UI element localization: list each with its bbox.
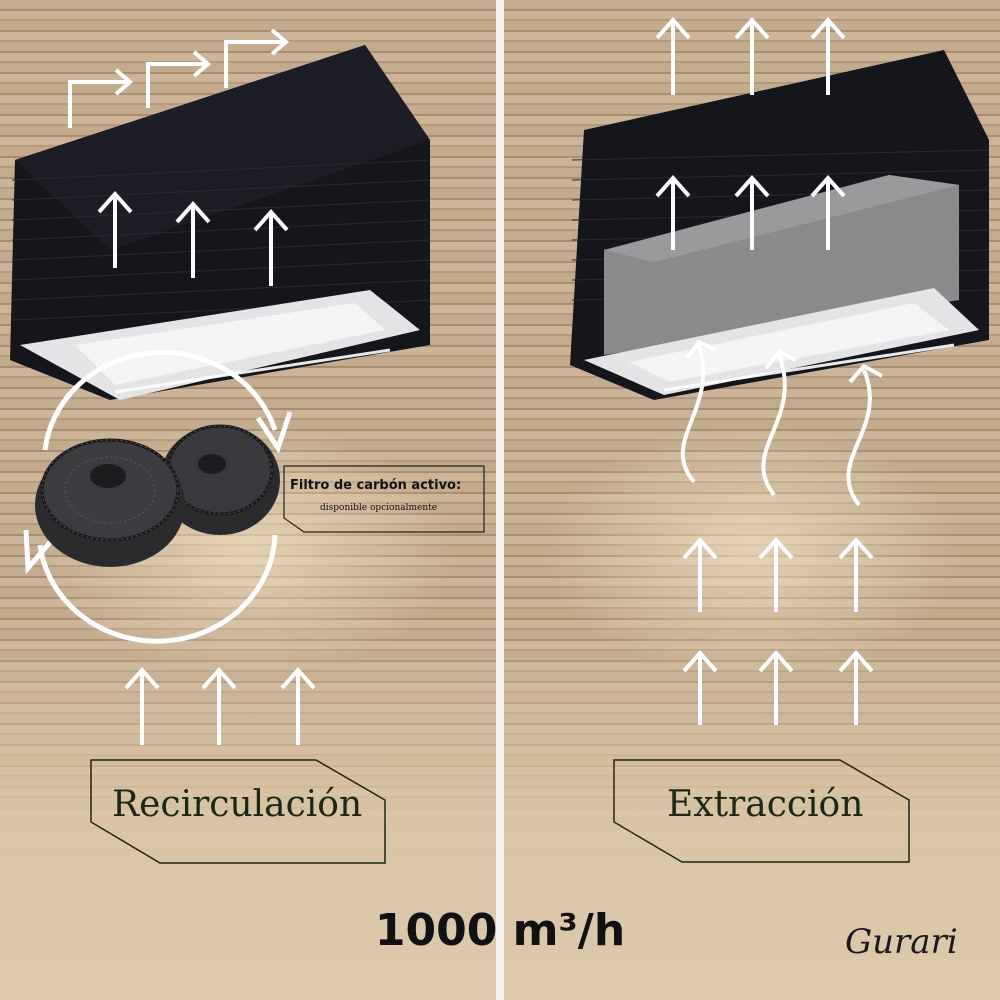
panel-divider (496, 0, 504, 1000)
recirculation-label-box (90, 759, 386, 864)
arrow-up-icon (682, 536, 874, 725)
brand-logo: Gurari (845, 922, 958, 962)
arrow-up-icon (655, 174, 846, 250)
recirculation-illustration (10, 28, 485, 864)
airflow-rate: 1000 m³/h (374, 905, 626, 956)
extraction-panel: Extracción (504, 0, 1000, 1000)
carbon-filter-icon (35, 424, 280, 567)
circular-arrow-icon (23, 349, 293, 644)
arrow-up-icon (655, 16, 846, 95)
extraction-illustration (570, 16, 990, 863)
filter-note-subtitle: disponible opcionalmente (320, 503, 438, 513)
range-hood (570, 50, 990, 400)
filter-note-box (283, 465, 485, 533)
arrow-up-icon (124, 666, 316, 745)
range-hood (10, 45, 431, 400)
wavy-arrow-icon (680, 339, 883, 507)
extraction-label-box (613, 759, 910, 863)
recirculation-panel: Recirculación Filtro de carbón activo: d… (0, 0, 496, 1000)
filter-note-title: Filtro de carbón activo: (290, 478, 462, 493)
extraction-label: Extracción (667, 784, 864, 825)
recirculation-label: Recirculación (112, 784, 363, 825)
arrow-right-icon (68, 28, 290, 128)
arrow-up-icon (97, 190, 289, 286)
